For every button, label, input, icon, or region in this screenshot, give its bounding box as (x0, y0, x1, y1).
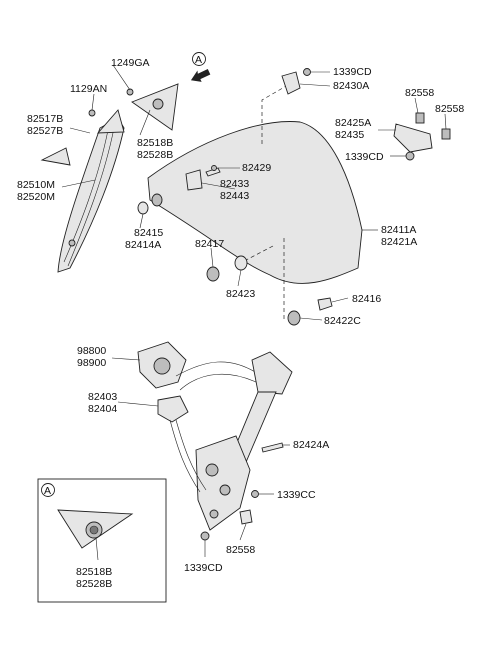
clip-82433 (185, 169, 203, 191)
label-82424a: 82424A (293, 439, 329, 451)
label-98900: 98900 (77, 357, 106, 369)
label-82423: 82423 (226, 288, 255, 300)
bracket-82425a (393, 112, 451, 161)
label-1339cd-bottom: 1339CD (184, 562, 223, 574)
label-82443: 82443 (220, 190, 249, 202)
inset-label-82518b: 82518B (76, 566, 112, 578)
view-a-marker: A (192, 52, 206, 66)
front-channel (57, 117, 125, 273)
label-82415: 82415 (134, 227, 163, 239)
label-1339cd-top: 1339CD (333, 66, 372, 78)
inset-view-a-letter: A (44, 485, 51, 497)
leader-lines (61, 64, 447, 557)
view-a-letter: A (195, 54, 202, 66)
label-1339cd-mid: 1339CD (345, 151, 384, 163)
label-82417: 82417 (195, 238, 224, 250)
bolt-82558 (239, 509, 253, 525)
nut-1339cc (251, 490, 259, 498)
label-82518b: 82518B (137, 137, 173, 149)
bolt-82429 (205, 165, 221, 177)
bolt-82424a (261, 442, 284, 453)
label-82403: 82403 (88, 391, 117, 403)
label-1339cc: 1339CC (277, 489, 316, 501)
label-1129an: 1129AN (70, 83, 107, 95)
inset-view-a: A (37, 478, 167, 603)
label-82421a: 82421A (381, 236, 417, 248)
clip-82430a (281, 68, 311, 95)
label-82528b: 82528B (137, 149, 173, 161)
clip-82416 (287, 297, 333, 326)
label-82433: 82433 (220, 178, 249, 190)
label-82425a: 82425A (335, 117, 371, 129)
label-82411a: 82411A (381, 224, 416, 236)
label-82527b: 82527B (27, 125, 63, 137)
leader-dash-82423 (245, 245, 274, 261)
label-82416: 82416 (352, 293, 381, 305)
window-regulator (157, 351, 293, 531)
regulator-motor (137, 341, 187, 389)
washer-82417 (206, 255, 248, 282)
inset-label-82528b: 82528B (76, 578, 112, 590)
label-82430a: 82430A (333, 80, 369, 92)
label-82558-right: 82558 (435, 103, 464, 115)
label-82558-left: 82558 (405, 87, 434, 99)
label-82558-bottom: 82558 (226, 544, 255, 556)
label-1249ga: 1249GA (111, 57, 150, 69)
nut-1339cd (200, 531, 210, 541)
screw-1249ga (126, 88, 134, 96)
leader-dash-82430a (261, 84, 289, 145)
label-82414a: 82414A (125, 239, 161, 251)
view-arrow-icon (190, 69, 211, 82)
delta-trim-small (40, 147, 71, 166)
label-98800: 98800 (77, 345, 106, 357)
washer-82415 (137, 193, 163, 215)
label-82435: 82435 (335, 129, 364, 141)
mirror-bracket (96, 83, 179, 134)
label-82429: 82429 (242, 162, 271, 174)
door-glass (147, 121, 363, 284)
label-82520m: 82520M (17, 191, 55, 203)
label-82422c: 82422C (324, 315, 361, 327)
screw-1129an (88, 109, 96, 117)
label-82404: 82404 (88, 403, 117, 415)
label-82517b: 82517B (27, 113, 63, 125)
label-82510m: 82510M (17, 179, 55, 191)
